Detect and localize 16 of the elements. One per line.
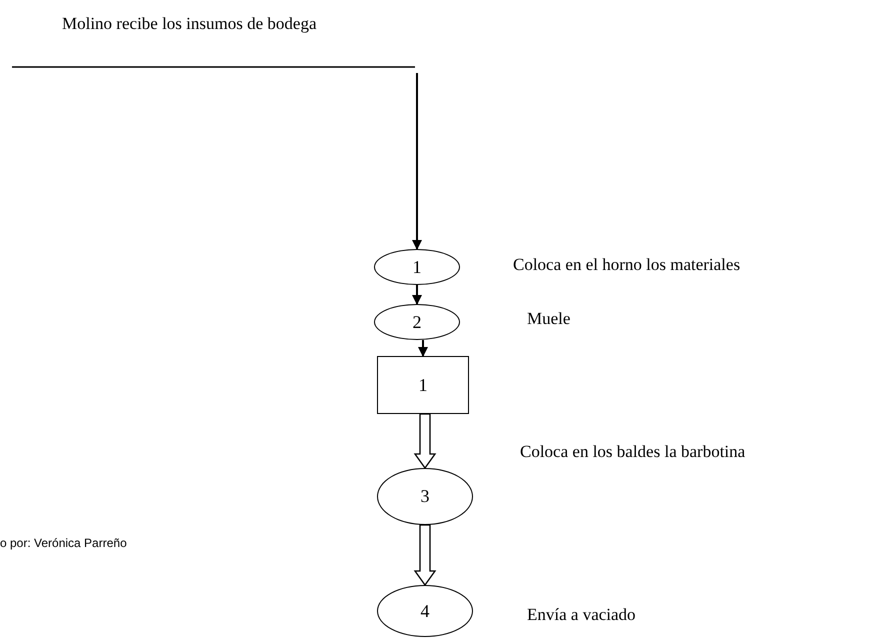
arrow: [412, 73, 422, 250]
process-heading: Molino recibe los insumos de bodega: [62, 14, 316, 34]
step-description: Coloca en los baldes la barbotina: [520, 442, 746, 462]
arrow: [412, 285, 422, 305]
operation-oval: 1: [374, 249, 460, 285]
author-note: o por: Verónica Parreño: [0, 536, 127, 550]
step-description: Muele: [527, 309, 570, 329]
operation-oval: 3: [377, 468, 473, 525]
operation-oval: 4: [377, 585, 473, 637]
hollow-arrow: [414, 524, 436, 586]
step-description: Envía a vaciado: [527, 605, 636, 625]
step-description: Coloca en el horno los materiales: [513, 255, 740, 275]
operation-oval: 2: [374, 304, 460, 340]
hollow-arrow: [414, 413, 436, 470]
arrow: [418, 340, 428, 357]
inspection-box: 1: [377, 356, 469, 414]
